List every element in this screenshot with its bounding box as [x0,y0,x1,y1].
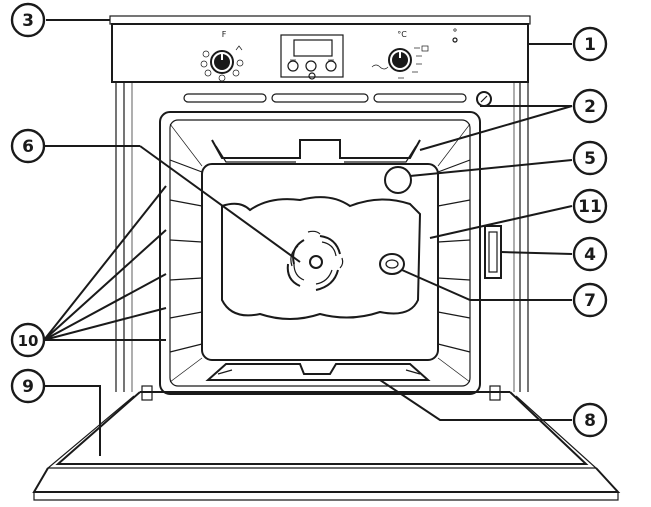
svg-text:6: 6 [22,137,34,157]
callout-11: 11 [572,188,608,224]
callout-10: 10 [10,322,46,358]
oven-cavity [159,111,481,395]
callout-3: 3 [10,2,46,38]
function-knob: F [200,30,244,82]
svg-text:7: 7 [584,291,596,311]
oven-door [32,385,621,501]
callout-8: 8 [572,402,608,438]
callout-7: 7 [572,282,608,318]
svg-text:4: 4 [584,245,596,265]
svg-text:11: 11 [578,197,602,217]
callout-9: 9 [10,368,46,404]
svg-text:5: 5 [584,149,596,169]
convection-fan [286,230,344,291]
svg-text:3: 3 [22,11,34,31]
bottom-heating-element [205,363,431,381]
svg-text:10: 10 [18,332,39,350]
door-catch [484,225,502,279]
callout-6: 6 [10,128,46,164]
callout-5: 5 [572,140,608,176]
control-panel: F °C [111,23,529,83]
svg-text:8: 8 [584,411,596,431]
top-heating-element [211,139,421,159]
svg-text:9: 9 [22,377,34,397]
back-wall [201,163,439,361]
callout-1: 1 [572,26,608,62]
thermostat-knob-symbol: °C [397,30,407,39]
rear-element-fixing [379,253,405,275]
thermostat-knob: °C [371,30,429,79]
callout-4: 4 [572,236,608,272]
function-knob-symbol: F [222,30,227,39]
timer-display [280,34,344,80]
leader-lines [43,19,573,456]
oven-top-rim [109,15,531,25]
svg-text:2: 2 [584,97,596,117]
callout-2: 2 [572,88,608,124]
svg-text:1: 1 [584,35,596,55]
oven-lamp [384,166,412,194]
fan-cover [221,196,422,320]
